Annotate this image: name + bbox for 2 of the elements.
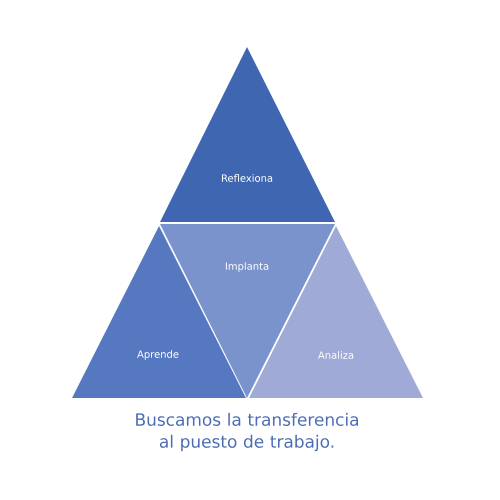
triangle: Reflexiona [160,47,335,222]
caption: Buscamos la transferencia al puesto de trabajo. [136,412,358,452]
